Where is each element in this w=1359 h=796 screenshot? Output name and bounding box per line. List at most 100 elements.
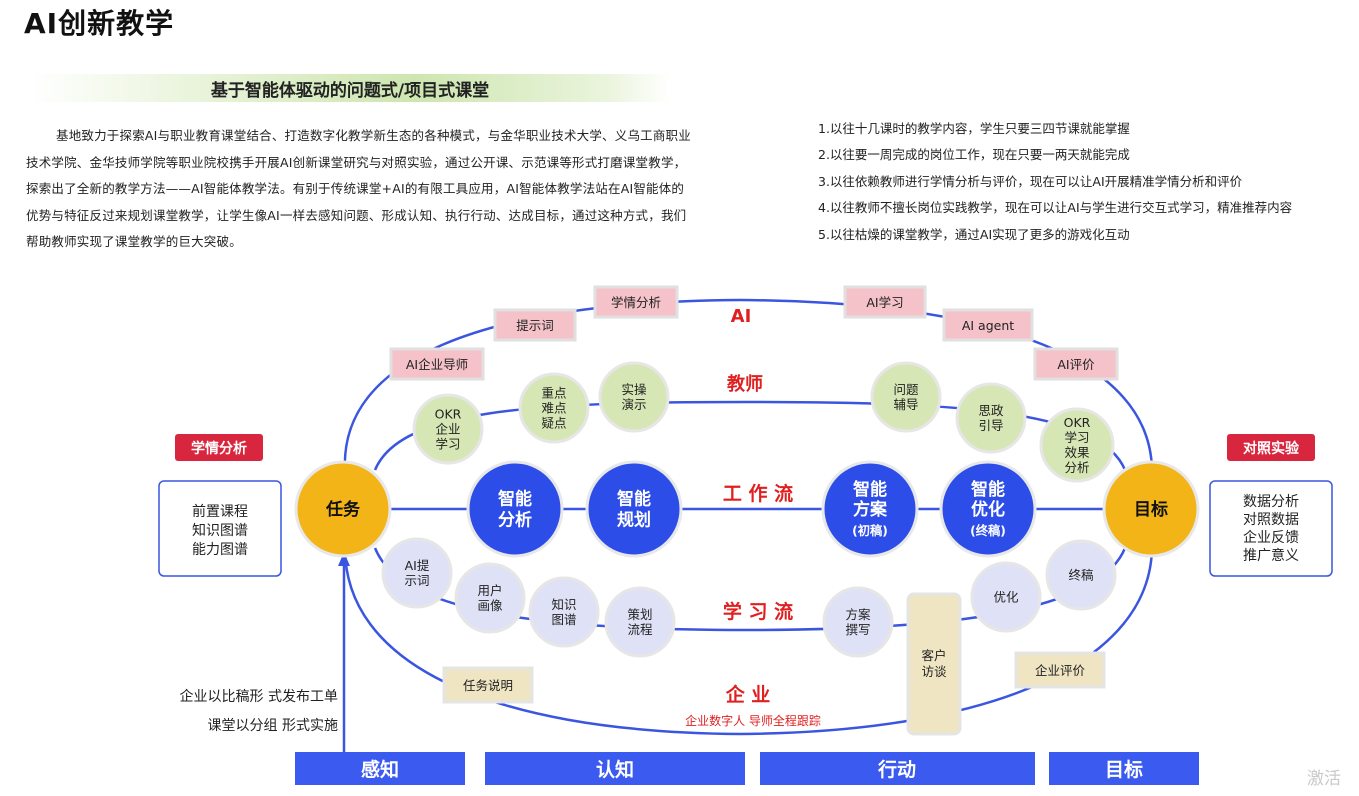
- left-panel-line: 前置课程: [192, 503, 248, 520]
- teacher-node: 重点难点疑点: [518, 372, 590, 444]
- stage-bar: 目标: [1049, 752, 1199, 785]
- enterprise-tag-box: [442, 666, 534, 704]
- workflow-node-circle: [939, 460, 1037, 558]
- enterprise-tag: 任务说明: [442, 666, 534, 704]
- enterprise-tag-box: [906, 592, 962, 736]
- page-title: AI创新教学: [24, 7, 175, 40]
- arrow-head-icon: [338, 552, 350, 566]
- benefit-item: 5.以往枯燥的课堂教学，通过AI实现了更多的游戏化互动: [818, 226, 1130, 242]
- teacher-ring-label: 教师: [727, 373, 763, 395]
- learning-node-label: AI提示词: [404, 558, 429, 588]
- learning-ring-label: 学 习 流: [723, 600, 793, 623]
- teacher-node-label: 重点难点疑点: [541, 386, 566, 431]
- learning-node: 优化: [970, 561, 1042, 633]
- left-badge-bg: [175, 434, 263, 461]
- right-panel-line: 企业反馈: [1243, 529, 1299, 546]
- learning-node-circle: [970, 561, 1042, 633]
- ai-tag: AI企业导师: [389, 347, 485, 381]
- enterprise-ring: [343, 547, 1154, 736]
- learning-node-circle: [528, 576, 600, 648]
- bottom-note-line: 企业以比稿形 式发布工单: [180, 688, 338, 705]
- stage-bar: 认知: [485, 752, 745, 785]
- benefit-item: 4.以往教师不擅长岗位实践教学，现在可以让AI与学生进行交互式学习，精准推荐内容: [818, 200, 1293, 216]
- learning-node-label: 终稿: [1068, 568, 1093, 583]
- learning-node-circle: [381, 537, 453, 609]
- teacher-node-label: 问题辅导: [893, 382, 919, 412]
- benefit-item: 1.以往十几课时的教学内容，学生只要三四节课就能掌握: [818, 121, 1130, 136]
- enterprise-tag: 企业评价: [1014, 651, 1106, 689]
- ai-tag-label: 学情分析: [611, 295, 661, 310]
- learning-nodes: AI提示词用户画像知识图谱 策划流程 方案撰写 优化 终稿: [381, 537, 1117, 658]
- right-panel-line: 数据分析: [1243, 494, 1299, 510]
- teacher-node-label: 思政引导: [978, 403, 1004, 433]
- ai-tag-box: [389, 347, 485, 381]
- ai-tag-box: [942, 308, 1034, 342]
- learning-node-circle: [822, 586, 894, 658]
- teacher-node-circle: [870, 361, 942, 433]
- ai-tag-box: [843, 285, 927, 319]
- enterprise-tag-label: 任务说明: [463, 678, 513, 693]
- workflow-node-scheme: 智能方案(初稿): [821, 460, 919, 558]
- workflow-node-planning: 智能规划: [585, 460, 683, 558]
- teacher-node-circle: [955, 382, 1027, 454]
- stage-label: 行动: [877, 758, 916, 781]
- ai-ring: [343, 298, 1154, 471]
- teacher-node-circle: [1039, 407, 1115, 483]
- enterprise-tag-label: 客户访谈: [921, 648, 947, 679]
- workflow-node-circle: [294, 460, 392, 558]
- workflow-node-label: 任务: [325, 499, 361, 520]
- workflow-node-optimize: 智能优化(终稿): [939, 460, 1037, 558]
- stage-bar: 感知: [295, 752, 465, 785]
- teacher-node-circle: [598, 361, 670, 433]
- teacher-node-circle: [518, 372, 590, 444]
- workflow-node-label: 智能方案(初稿): [852, 479, 888, 538]
- teacher-node: 思政引导: [955, 382, 1027, 454]
- learning-node: 方案撰写: [822, 586, 894, 658]
- teacher-node-label: 实操演示: [621, 382, 647, 412]
- enterprise-ring-sublabel: 企业数字人 导师全程跟踪: [685, 713, 821, 728]
- bottom-note-line: 课堂以分组 形式实施: [208, 718, 338, 734]
- benefit-item: 3.以往依赖教师进行学情分析与评价，现在可以让AI开展精准学情分析和评价: [818, 173, 1243, 189]
- ai-tag-box: [593, 285, 679, 319]
- ai-tag-label: AI企业导师: [406, 357, 468, 372]
- learning-node-circle: [604, 586, 676, 658]
- left-panel-box: [158, 480, 282, 577]
- stage-bar-bg: [295, 752, 465, 785]
- workflow-node-label: 智能规划: [617, 489, 651, 531]
- workflow-nodes: 任务 智能分析 智能规划 智能方案(初稿) 智能优化(终稿) 目标: [294, 460, 1200, 558]
- workflow-node-label: 目标: [1134, 499, 1168, 520]
- right-badge-bg: [1227, 434, 1315, 461]
- learning-node-label: 策划流程: [627, 607, 653, 637]
- right-panel-box: [1209, 480, 1333, 577]
- ai-ring-label: AI: [731, 306, 752, 327]
- stage-bar: 行动: [760, 752, 1035, 785]
- learning-node: 知识图谱: [528, 576, 600, 648]
- workflow-node-label: 智能分析: [498, 489, 532, 531]
- learning-node-label: 优化: [993, 590, 1019, 605]
- intro-paragraph: 基地致力于探索AI与职业教育课堂结合、打造数字化教学新生态的各种模式，与金华职业…: [26, 128, 691, 249]
- ai-tag: 学情分析: [593, 285, 679, 319]
- ai-tag: AI agent: [942, 308, 1034, 342]
- stage-label: 感知: [361, 758, 399, 781]
- learning-node-circle: [1045, 539, 1117, 611]
- workflow-label: 工 作 流: [723, 482, 793, 505]
- section-subtitle: 基于智能体驱动的问题式/项目式课堂: [210, 81, 490, 101]
- learning-node-label: 用户画像: [477, 583, 503, 613]
- workflow-node-label: 智能优化(终稿): [970, 479, 1006, 538]
- enterprise-tag-box: [1014, 651, 1106, 689]
- workflow-node-circle: [585, 460, 683, 558]
- right-panel-line: 对照数据: [1243, 512, 1299, 528]
- stage-bar-bg: [760, 752, 1035, 785]
- workflow-node-analysis: 智能分析: [466, 460, 564, 558]
- enterprise-ring-label: 企 业: [725, 683, 771, 706]
- ai-tag-label: AI agent: [962, 318, 1014, 333]
- ai-tag-label: AI评价: [1057, 357, 1095, 372]
- activate-watermark: 激活: [1307, 769, 1341, 789]
- ai-tag-box: [493, 308, 577, 342]
- stage-label: 目标: [1105, 759, 1143, 781]
